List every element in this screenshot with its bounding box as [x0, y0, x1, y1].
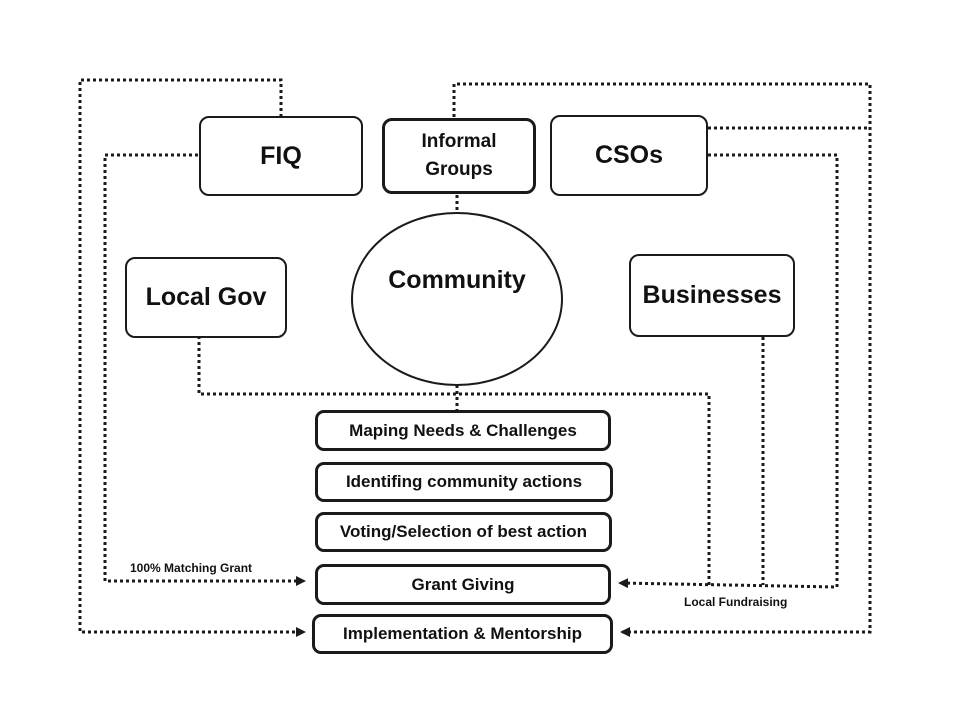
local-fundraising-label: Local Fundraising [684, 595, 788, 609]
step-identifying-actions: Identifing community actions [315, 462, 613, 502]
localgov-to-fundraising-line [197, 336, 711, 585]
csos-node: CSOs [550, 115, 708, 196]
step-grant-giving: Grant Giving [315, 564, 611, 605]
step-voting-selection: Voting/Selection of best action [315, 512, 612, 552]
community-node: Community [351, 212, 563, 386]
fiq-node: FIQ [199, 116, 363, 196]
step-implementation-mentorship: Implementation & Mentorship [312, 614, 613, 654]
fiq-to-implementation-line [78, 78, 306, 637]
informal-groups-node: Informal Groups [382, 118, 536, 194]
step-mapping-needs: Maping Needs & Challenges [315, 410, 611, 451]
csos-to-grant-line [618, 153, 839, 589]
matching-grant-label: 100% Matching Grant [130, 561, 253, 575]
businesses-node: Businesses [629, 254, 795, 337]
local-gov-node: Local Gov [125, 257, 287, 338]
fiq-to-grant-line [103, 153, 306, 586]
